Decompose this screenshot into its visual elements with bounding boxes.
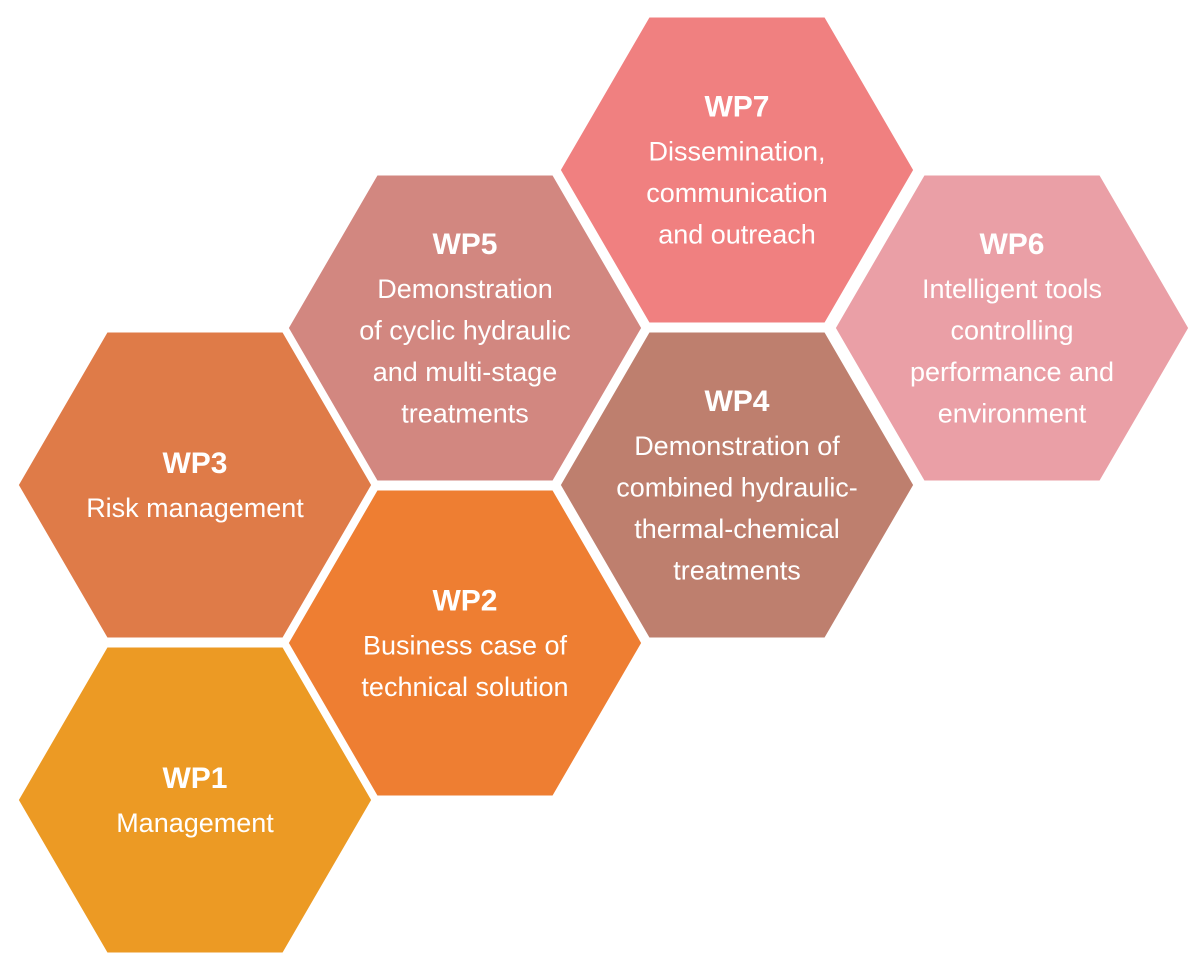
- hexagon-label-wp7-line-1: Dissemination,: [648, 137, 825, 167]
- hexagon-shape-wp2: [283, 485, 647, 801]
- hexagon-shape-wp6: [830, 170, 1194, 486]
- hexagon-shape-wp5: [283, 170, 647, 486]
- hexagon-label-wp6-line-1: Intelligent tools: [922, 274, 1102, 304]
- hexagon-code-wp4: WP4: [704, 385, 769, 418]
- hexagon-label-wp4-line-4: treatments: [673, 555, 801, 585]
- hexagon-label-wp2-line-1: Business case of: [363, 630, 568, 660]
- hexagon-label-wp4-line-1: Demonstration of: [634, 431, 840, 461]
- hexagon-label-wp2-line-2: technical solution: [361, 672, 568, 702]
- hexagon-label-wp6-line-3: performance and: [910, 357, 1114, 387]
- hexagon-label-wp6-line-2: controlling: [950, 315, 1073, 345]
- hexagon-code-wp3: WP3: [162, 447, 227, 480]
- hexagon-label-wp1-line-1: Management: [116, 808, 274, 838]
- hexagon-code-wp5: WP5: [432, 228, 497, 261]
- hexagon-label-wp5-line-2: of cyclic hydraulic: [359, 315, 571, 345]
- hexagon-shape-wp4: [555, 327, 919, 643]
- hexagon-label-wp7-line-2: communication: [646, 178, 828, 208]
- hexagon-label-wp7-line-3: and outreach: [658, 220, 816, 250]
- hexagon-label-wp6-line-4: environment: [938, 398, 1087, 428]
- hexagon-label-wp5-line-4: treatments: [401, 398, 529, 428]
- hexagon-shape-wp1: [13, 642, 377, 958]
- hexagon-label-wp5-line-1: Demonstration: [377, 274, 553, 304]
- hexagon-label-wp4-line-2: combined hydraulic-: [616, 472, 858, 502]
- hexagon-label-wp3-line-1: Risk management: [86, 493, 304, 523]
- hexagon-label-wp5-line-3: and multi-stage: [373, 357, 558, 387]
- hexagon-code-wp6: WP6: [979, 228, 1044, 261]
- hexagon-code-wp1: WP1: [162, 762, 227, 795]
- hexagon-shape-wp3: [13, 327, 377, 643]
- hexagon-code-wp2: WP2: [432, 584, 497, 617]
- hexagon-code-wp7: WP7: [704, 91, 769, 124]
- hexagon-label-wp4-line-3: thermal-chemical: [634, 514, 840, 544]
- hexagon-shape-wp7: [555, 12, 919, 328]
